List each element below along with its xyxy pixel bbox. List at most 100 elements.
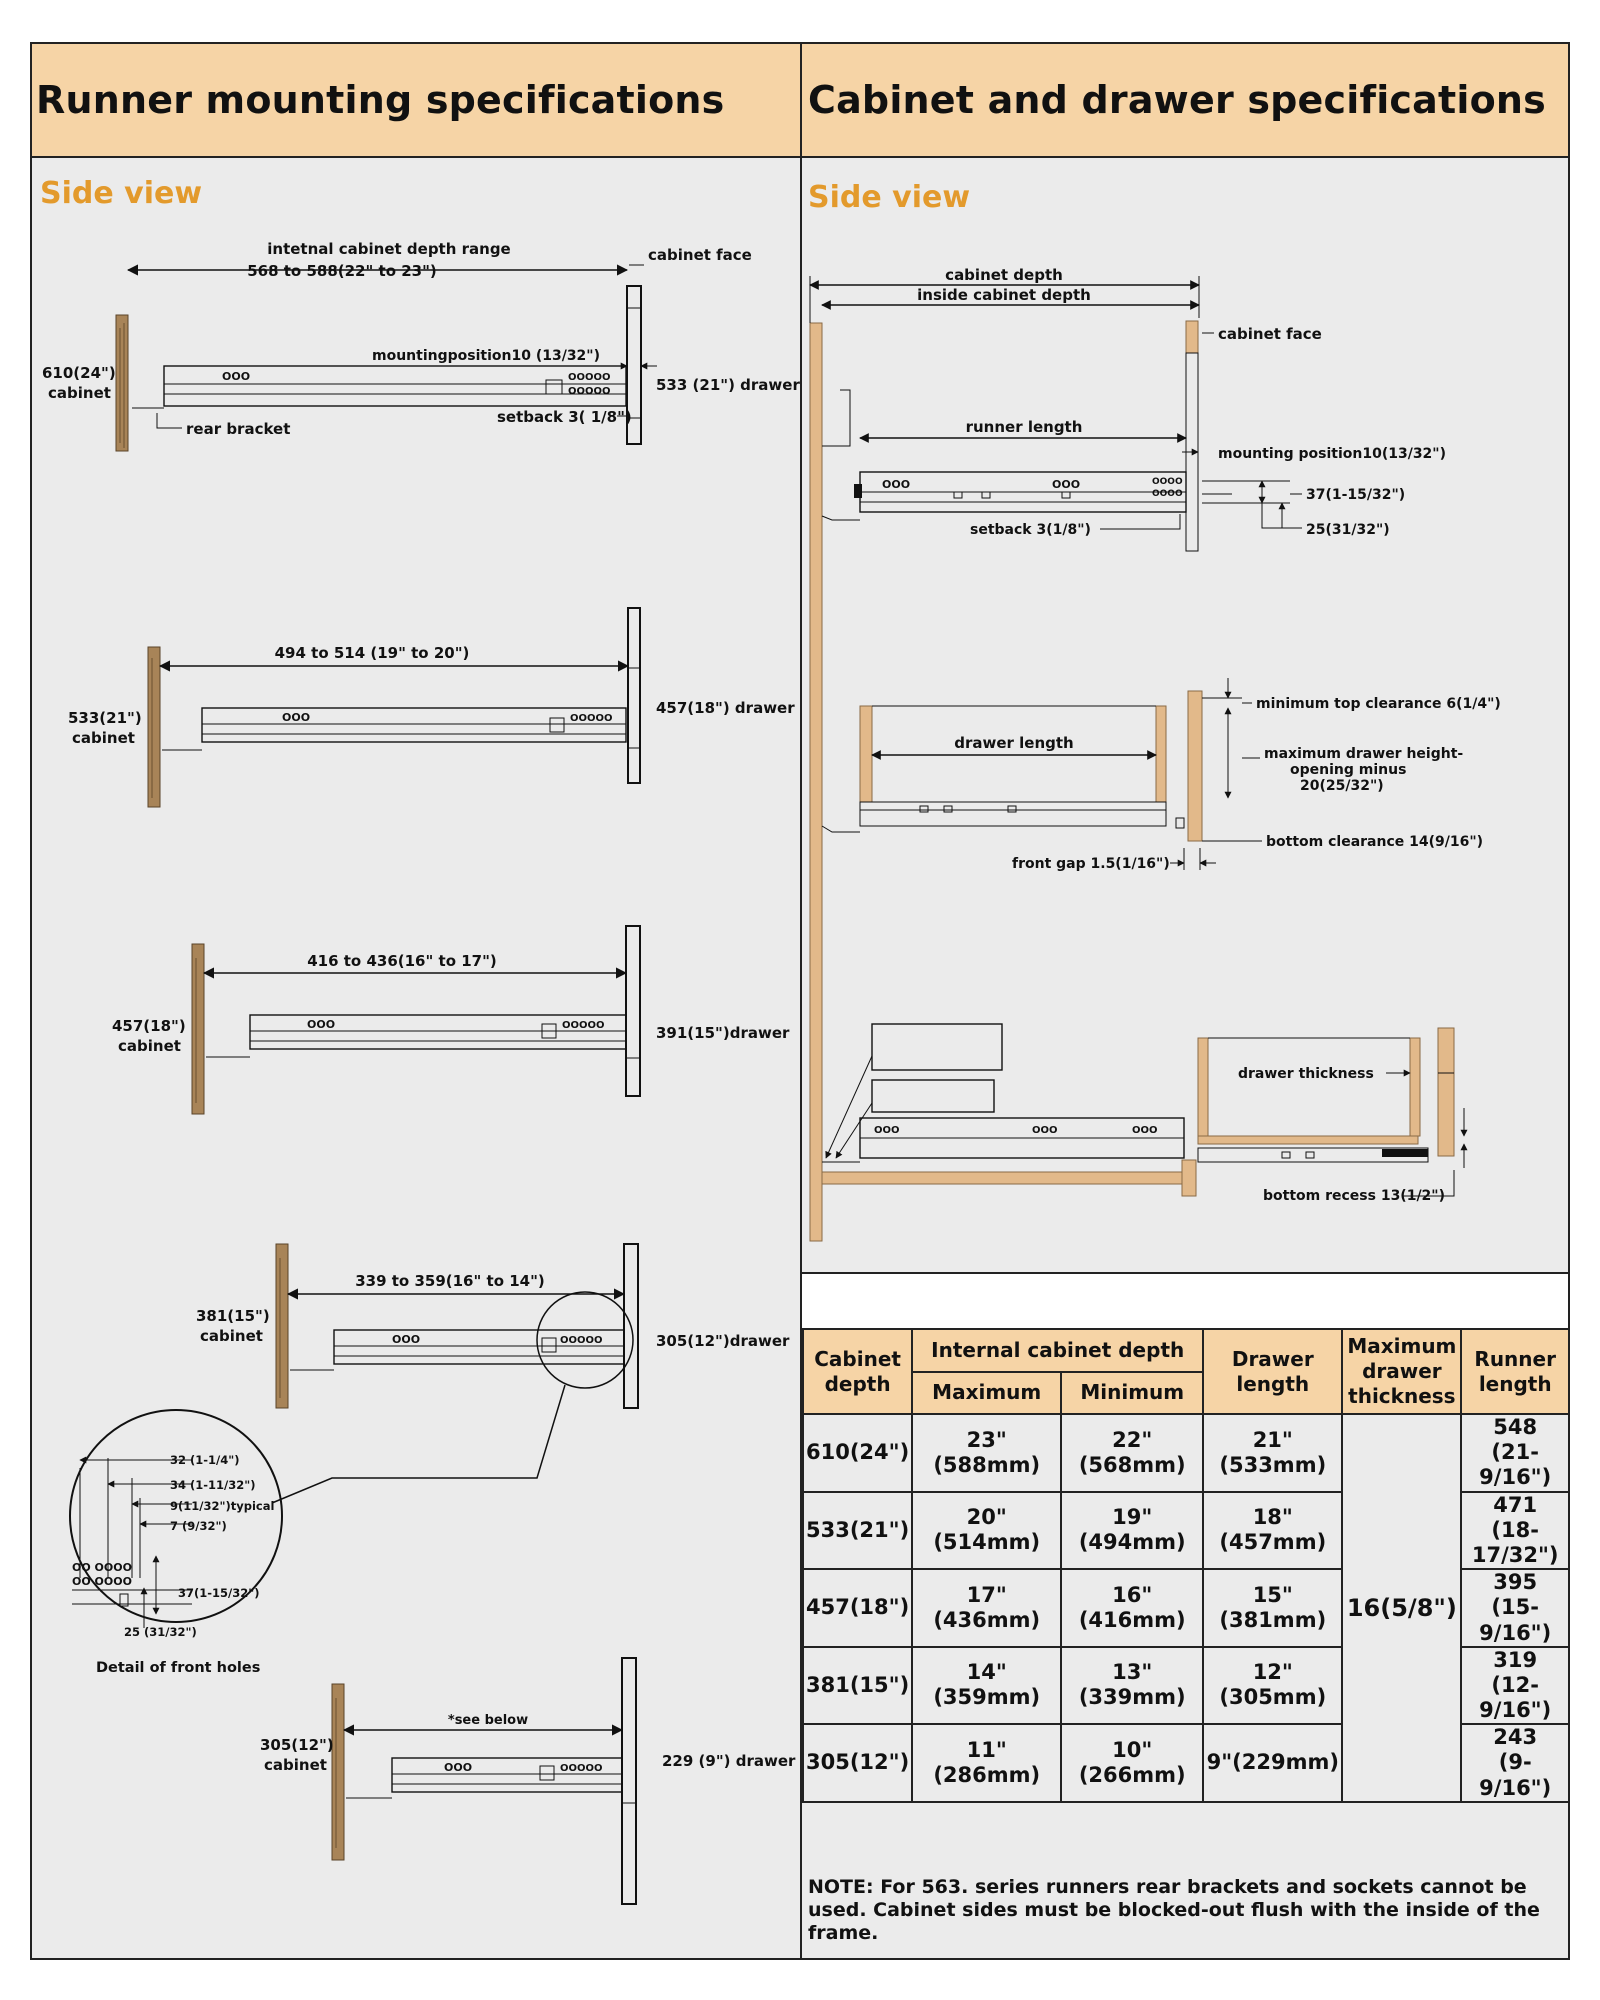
runner-mm: 395 — [1493, 1570, 1538, 1595]
svg-text:OOOOO: OOOOO — [560, 1763, 603, 1774]
cabinet-depth-label-1: 610(24") — [42, 364, 116, 382]
column-divider — [800, 42, 802, 1960]
drawer-thickness-diagram: OOO OOO OOO drawer thickness bottom rece… — [821, 1023, 1468, 1204]
cell-min: 19"(494mm) — [1060, 1490, 1205, 1571]
col-runner-length: Runner length — [1460, 1328, 1570, 1415]
front-gap-label: front gap 1.5(1/16") — [1012, 856, 1170, 872]
svg-text:OOOO: OOOO — [1152, 489, 1183, 499]
table-row: 610(24") 23"(588mm) 22"(568mm) 21"(533mm… — [801, 1413, 1570, 1803]
cell-thickness: 16(5/8") — [1341, 1413, 1463, 1803]
svg-text:OOO: OOO — [222, 370, 250, 383]
table-row: 457(18") 17"(436mm) 16"(416mm) 15"(381mm… — [801, 1568, 1570, 1648]
svg-text:OO OOOO: OO OOOO — [72, 1575, 132, 1588]
bottom-clearance-label: bottom clearance 14(9/16") — [1266, 834, 1483, 850]
wood-rear-wall — [275, 1243, 289, 1409]
svg-text:OOOOO: OOOOO — [560, 1335, 603, 1346]
note-text: NOTE: For 563. series runners rear brack… — [808, 1876, 1540, 1944]
svg-text:OOO: OOO — [1032, 1125, 1058, 1136]
cabinet-face-label-right: cabinet face — [1218, 325, 1322, 343]
drawer-label-1: 533 (21") drawer — [656, 376, 800, 394]
runner-mm: 471 — [1493, 1492, 1538, 1517]
cell-depth: 305(12") — [801, 1723, 914, 1803]
range-label-2: 494 to 514 (19" to 20") — [275, 644, 470, 662]
cabinet-face — [621, 1657, 637, 1905]
cabinet-word-3: cabinet — [118, 1037, 181, 1055]
runner-in: (9-9/16") — [1479, 1750, 1552, 1800]
drawer-front — [1187, 690, 1203, 842]
drawer-length-diagram: drawer length minimum top clearance 6(1/… — [821, 678, 1501, 872]
svg-text:OOOOO: OOOOO — [568, 372, 611, 383]
runner-diagram-381: 339 to 359(16" to 14") OOO OOOOO 381(15"… — [196, 1243, 790, 1504]
runner-mm: 319 — [1493, 1647, 1538, 1672]
table-gap — [802, 1272, 1568, 1330]
cell-runner: 319(12-9/16") — [1460, 1645, 1570, 1726]
drawer-label-2: 457(18") drawer — [656, 699, 795, 717]
detail-dim-3: 9(11/32")typical — [170, 1499, 274, 1513]
runner-in: (12-9/16") — [1479, 1672, 1552, 1723]
right-title: Cabinet and drawer specifications — [808, 78, 1546, 122]
cabinet-face — [627, 607, 641, 784]
cell-runner: 471(18-17/32") — [1460, 1490, 1570, 1571]
mounting-position-right: mounting position10(13/32") — [1218, 446, 1446, 462]
svg-text:OOOOO: OOOOO — [570, 713, 613, 724]
right-diagrams: cabinet depth inside cabinet depth cabin… — [809, 266, 1501, 1242]
runner-diagram-457: 416 to 436(16" to 17") OOO OOOOO 457(18"… — [112, 925, 790, 1115]
wood-rear-wall — [331, 1683, 345, 1861]
cell-runner: 243(9-9/16") — [1460, 1723, 1570, 1803]
runner-slide — [391, 1757, 623, 1793]
left-header: Runner mounting specifications — [32, 44, 800, 158]
cell-runner: 395(15-9/16") — [1460, 1568, 1570, 1648]
cabinet-face-label: cabinet face — [648, 246, 752, 264]
runner-length-label: runner length — [966, 418, 1083, 436]
right-header: Cabinet and drawer specifications — [802, 44, 1568, 158]
svg-text:OOO: OOO — [307, 1018, 335, 1031]
svg-text:OOOO: OOOO — [1152, 477, 1183, 487]
drawer-label-5: 229 (9") drawer — [662, 1752, 796, 1770]
cabinet-depth-label-2: 533(21") — [68, 709, 142, 727]
inside-depth-label: inside cabinet depth — [917, 286, 1091, 304]
front-holes-detail: 32 (1-1/4") 34 (1-11/32") 9(11/32")typic… — [69, 1409, 283, 1676]
runner-length-diagram: cabinet depth inside cabinet depth cabin… — [809, 266, 1446, 552]
cell-runner: 548(21-9/16") — [1460, 1413, 1570, 1493]
cell-drawer: 15"(381mm) — [1202, 1568, 1344, 1648]
detail-dim-5: 37(1-15/32") — [178, 1586, 260, 1600]
mounting-position-label: mountingposition10 (13/32") — [372, 348, 600, 364]
detail-caption: Detail of front holes — [96, 1660, 260, 1676]
wood-rear-wall — [115, 314, 129, 452]
cabinet-word-2: cabinet — [72, 729, 135, 747]
drawer-length-label: drawer length — [954, 734, 1074, 752]
col-minimum: Minimum — [1060, 1370, 1205, 1415]
rear-bracket-label: rear bracket — [186, 420, 290, 438]
setback-label-right: setback 3(1/8") — [970, 522, 1091, 538]
left-diagrams: intetnal cabinet depth range 568 to 588(… — [42, 240, 800, 1905]
runner-mm: 243 — [1493, 1725, 1538, 1750]
range-value: 568 to 588(22" to 23") — [247, 262, 437, 280]
cell-max: 14"(359mm) — [911, 1645, 1063, 1726]
top-clearance-label: minimum top clearance 6(1/4") — [1256, 696, 1501, 712]
cell-depth: 457(18") — [801, 1568, 914, 1648]
dim-37-label: 37(1-15/32") — [1306, 487, 1405, 503]
svg-text:OOO: OOO — [1132, 1125, 1158, 1136]
col-drawer-length: Drawer length — [1202, 1328, 1344, 1415]
cell-drawer: 9"(229mm) — [1202, 1723, 1344, 1803]
detail-callout-circle — [536, 1291, 634, 1389]
cabinet-word-5: cabinet — [264, 1756, 327, 1774]
runner-in: (15-9/16") — [1479, 1595, 1552, 1645]
drawer-thickness-label: drawer thickness — [1238, 1066, 1374, 1082]
range-label-5: *see below — [448, 1713, 528, 1728]
bottom-recess-label: bottom recess 13(1/2") — [1263, 1188, 1445, 1204]
cell-drawer: 21"(533mm) — [1202, 1413, 1344, 1493]
right-subtitle: Side view — [808, 180, 971, 215]
table-row: 305(12") 11"(286mm) 10"(266mm) 9"(229mm)… — [801, 1723, 1570, 1803]
cell-max: 11"(286mm) — [911, 1723, 1063, 1803]
svg-text:OOO: OOO — [874, 1125, 900, 1136]
svg-text:OOO: OOO — [392, 1333, 420, 1346]
cabinet-depth-label: cabinet depth — [945, 266, 1063, 284]
cell-min: 13"(339mm) — [1060, 1645, 1205, 1726]
svg-text:OOO: OOO — [882, 478, 910, 491]
runner-diagram-610: intetnal cabinet depth range 568 to 588(… — [42, 240, 800, 452]
table-row: 381(15") 14"(359mm) 13"(339mm) 12"(305mm… — [801, 1645, 1570, 1726]
max-height-line1: maximum drawer height- — [1264, 746, 1463, 762]
range-label-4: 339 to 359(16" to 14") — [355, 1272, 545, 1290]
cabinet-depth-label-3: 457(18") — [112, 1017, 186, 1035]
